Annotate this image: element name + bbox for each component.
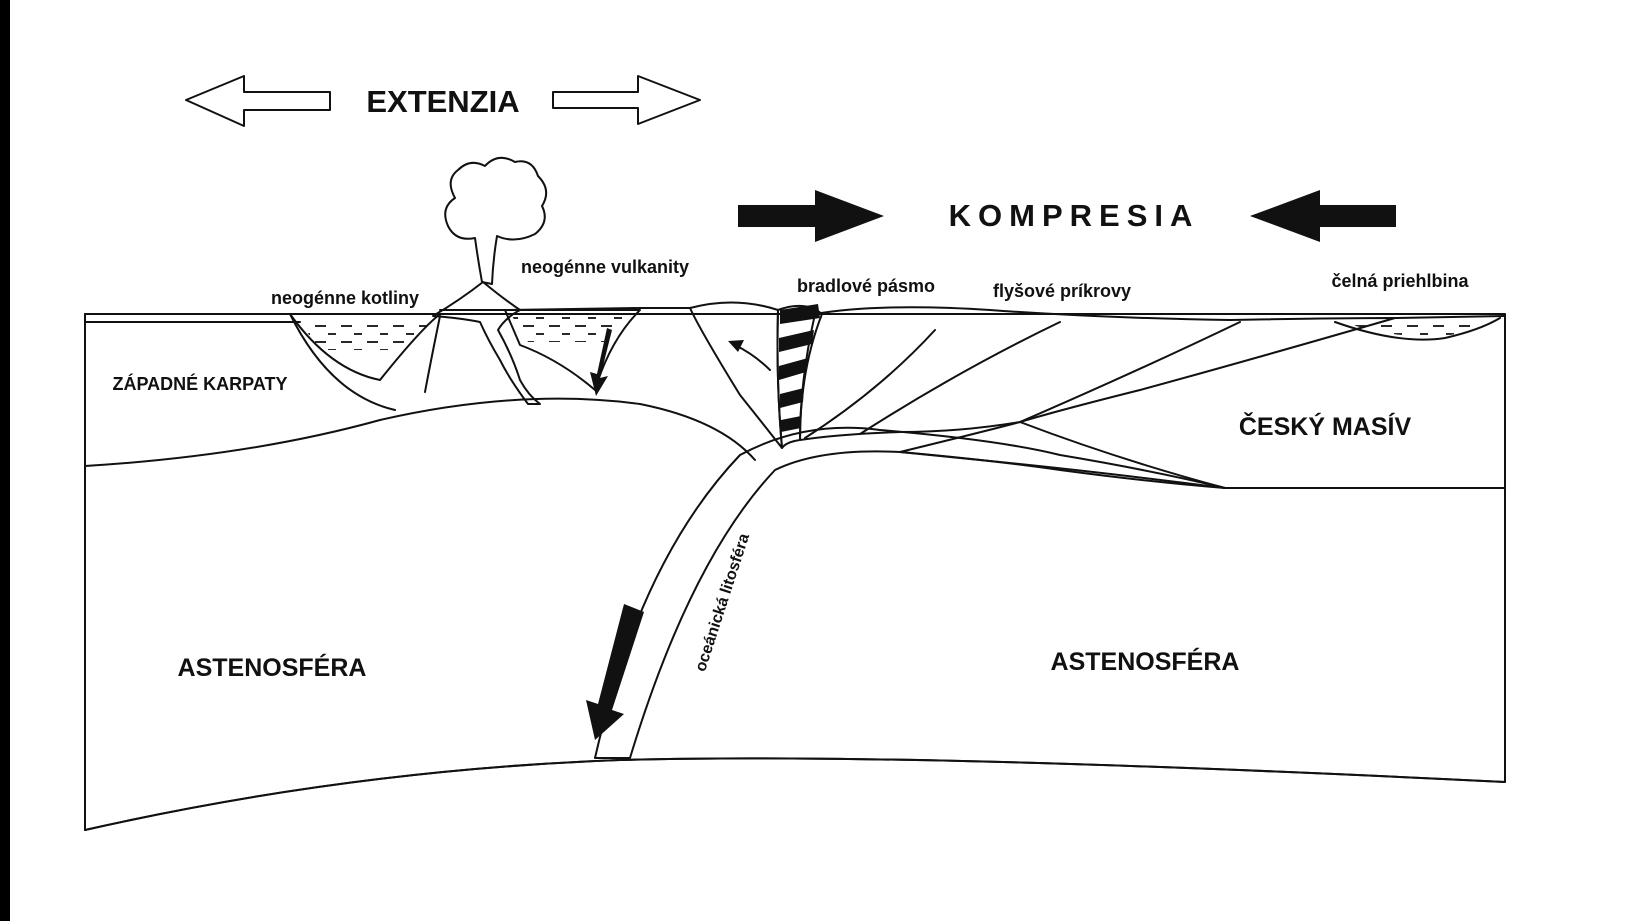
neogene-volcanics-label: neogénne vulkanity [521, 257, 689, 277]
compression-label: KOMPRESIA [949, 198, 1200, 233]
foredeep-label: čelná priehlbina [1331, 271, 1469, 291]
asthenosphere-right-label: ASTENOSFÉRA [1051, 647, 1240, 676]
flysch-nappes-label: flyšové príkrovy [993, 281, 1131, 301]
neogene-basins-label: neogénne kotliny [271, 288, 419, 308]
bohemian-massif-label: ČESKÝ MASÍV [1239, 411, 1412, 441]
extension-label: EXTENZIA [366, 84, 519, 119]
klippen-belt-label: bradlové pásmo [797, 276, 935, 296]
western-carpathians-label: ZÁPADNÉ KARPATY [113, 373, 288, 394]
paper-background [10, 0, 1633, 921]
asthenosphere-left-label: ASTENOSFÉRA [178, 653, 367, 682]
